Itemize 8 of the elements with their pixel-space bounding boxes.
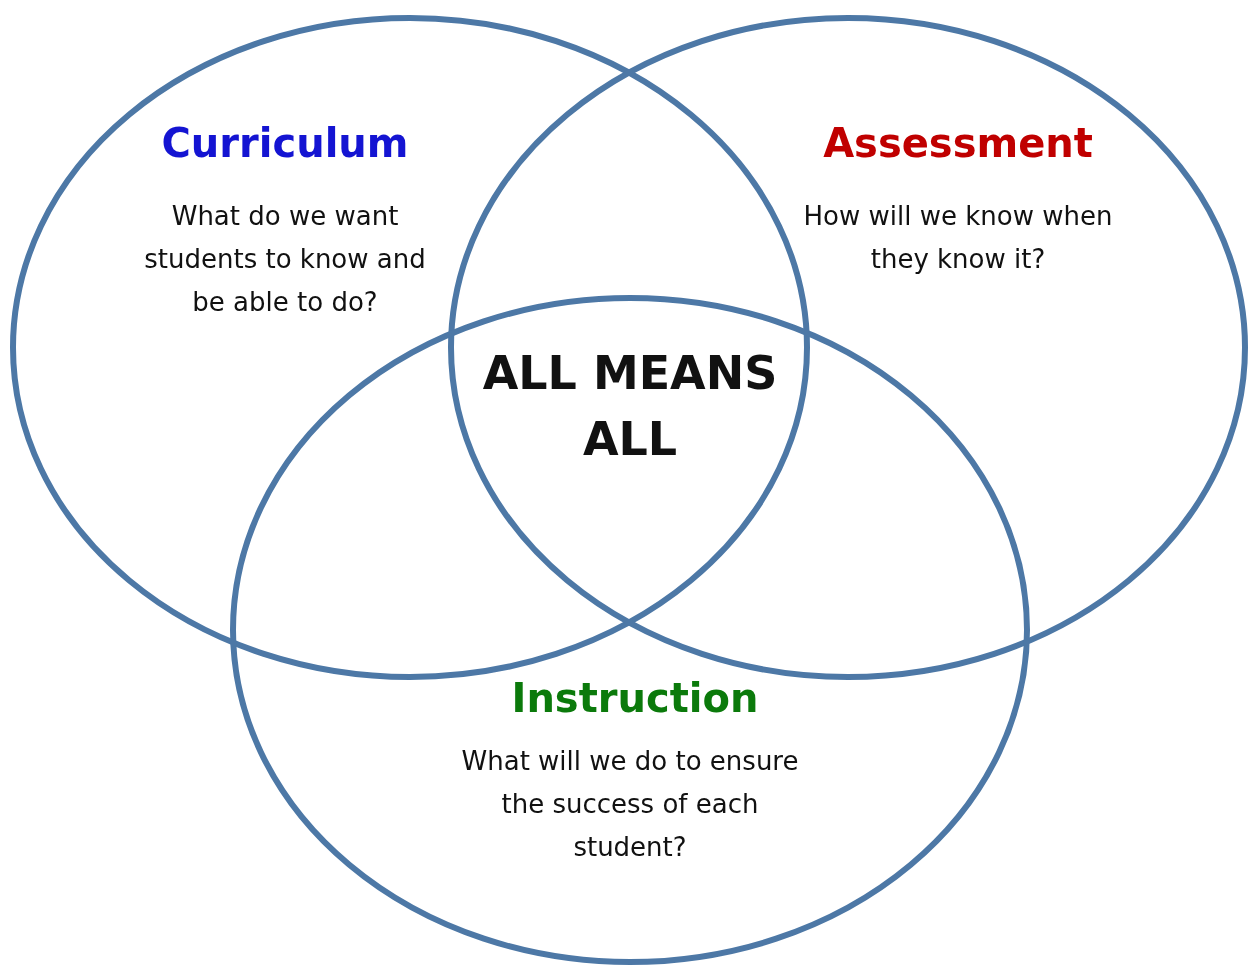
circle-question: What do we want students to know and be able to do?: [143, 200, 427, 319]
circle-heading: Assessment: [822, 120, 1094, 166]
circle-question: What will we do to ensure the success of each student?: [460, 745, 800, 864]
circle-heading: Curriculum: [160, 120, 410, 166]
circle-heading: Instruction: [510, 675, 760, 721]
venn-circle: [448, 15, 1248, 680]
center-slogan: ALL MEANS ALL: [481, 345, 779, 468]
circle-question: How will we know when they know it?: [802, 200, 1114, 276]
